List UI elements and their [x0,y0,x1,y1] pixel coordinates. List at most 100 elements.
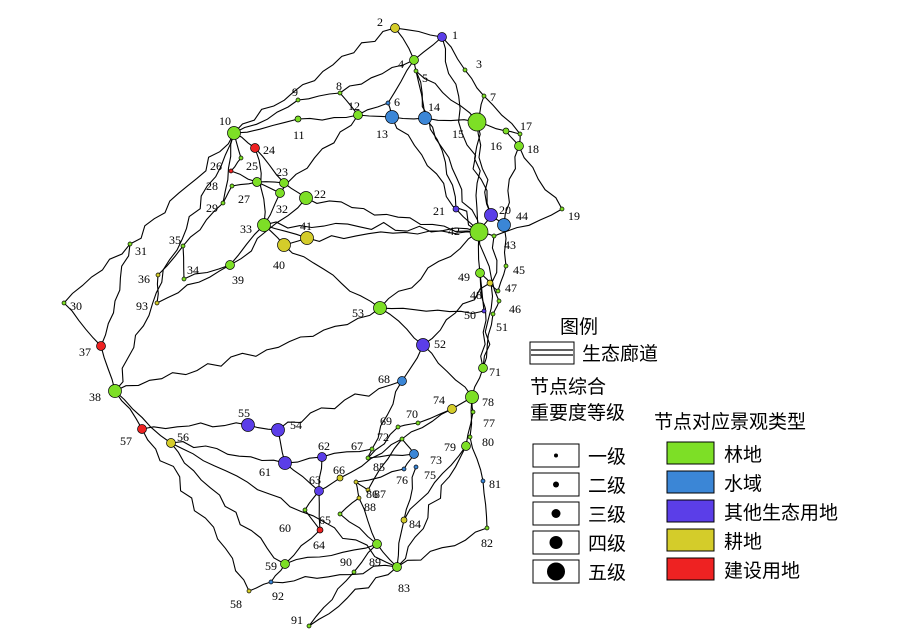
node-label-67: 67 [351,439,363,453]
node-label-6: 6 [394,95,400,109]
node-84 [400,516,408,524]
node-18 [514,141,524,151]
node-label-34: 34 [187,263,199,277]
node-59 [280,559,290,569]
node-label-61: 61 [259,465,271,479]
node-42 [469,222,489,242]
node-7 [481,93,487,99]
node-label-45: 45 [513,263,525,277]
legend-type-swatch-farm [666,528,715,552]
node-label-92: 92 [272,589,284,603]
corridor-64-59 [284,529,321,565]
node-83 [392,562,402,572]
corridor-69-85 [367,426,399,459]
node-label-70: 70 [406,407,418,421]
corridor-84-75 [403,466,417,521]
node-label-20: 20 [499,203,511,217]
corridor-55-57 [141,422,249,430]
node-76 [401,466,407,472]
node-label-86: 86 [366,487,378,501]
node-31 [127,241,133,247]
node-6 [385,100,391,106]
corridor-51-71 [482,313,494,369]
corridor-63-61 [284,462,320,492]
node-75 [413,464,419,470]
node-label-2: 2 [377,15,383,29]
node-label-84: 84 [409,517,421,531]
node-label-87: 87 [374,487,386,501]
legend-type-label-water: 水域 [724,473,762,495]
corridor-35-36 [157,245,184,276]
corridor-38-57 [114,390,143,430]
corridor-43-71 [482,235,498,369]
node-label-32: 32 [276,202,288,216]
node-label-22: 22 [314,187,326,201]
corridor-89-59 [284,543,378,565]
node-label-26: 26 [210,159,222,173]
node-label-79: 79 [444,440,456,454]
corridor-40-53 [283,244,381,309]
node-label-88: 88 [364,500,376,514]
node-label-85: 85 [373,460,385,474]
node-63 [314,486,324,496]
node-label-73: 73 [430,453,442,467]
corridor-14-42 [424,117,480,233]
node-layer [61,23,565,629]
node-label-68: 68 [378,372,390,386]
node-label-53: 53 [352,306,364,320]
corridor-92-58 [248,581,272,592]
corridor-31-30 [63,243,131,304]
node-91 [306,623,312,629]
node-label-91: 91 [291,613,303,627]
legend-type-label-forest: 林地 [724,444,762,466]
corridor-34-39 [183,264,231,280]
node-label-7: 7 [490,90,496,104]
node-78 [465,390,479,404]
node-60 [302,507,308,513]
node-11 [294,115,302,123]
corridor-56-83 [170,442,398,568]
corridor-50-53 [379,307,485,315]
node-label-81: 81 [489,477,501,491]
node-label-28: 28 [206,179,218,193]
node-label-78: 78 [482,395,494,409]
node-label-50: 50 [464,308,476,322]
corridor-72-87 [367,438,403,491]
node-67 [369,446,375,452]
node-14 [418,111,432,125]
node-label-54: 54 [290,418,302,432]
node-1 [437,32,447,42]
node-label-36: 36 [138,272,150,286]
corridor-18-19 [518,145,563,210]
legend-type-swatch-other [666,499,715,523]
node-79 [461,441,471,451]
corridor-52-68 [401,344,424,382]
node-74 [447,404,457,414]
corridor-1-20 [441,36,492,216]
node-20 [484,208,498,222]
corridor-layer [63,27,563,627]
corridor-79-83 [396,445,467,568]
corridor-35-34 [182,245,185,280]
corridor-3-7 [464,69,485,97]
node-label-44: 44 [516,209,528,223]
node-66 [336,474,344,482]
node-89 [372,539,382,549]
corridor-12-32 [279,114,359,194]
corridor-76-86 [355,468,405,483]
node-label-27: 27 [238,192,250,206]
node-label-30: 30 [70,299,82,313]
node-label-57: 57 [120,434,132,448]
node-57 [137,424,147,434]
node-label-1: 1 [452,28,458,42]
node-label-59: 59 [265,559,277,573]
node-71 [478,363,488,373]
node-32 [275,188,285,198]
node-37 [96,341,106,351]
corridor-28-29 [222,185,233,204]
node-48 [486,279,494,287]
corridor-80-81 [469,436,484,482]
node-label-42: 42 [448,224,460,238]
node-92 [268,579,274,585]
